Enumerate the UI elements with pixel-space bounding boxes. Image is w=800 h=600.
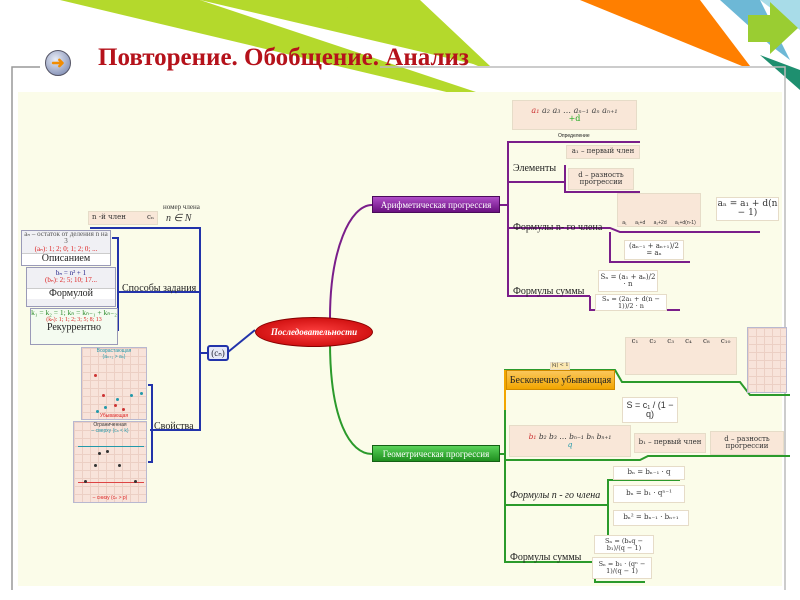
way-formula: aₙ – остаток от деления n на 3 (24, 230, 108, 246)
geom-difference: d – разность прогрессии (710, 431, 784, 455)
geom-first-term: b₁ – первый член (634, 433, 706, 453)
way-values: (kₙ): 1; 1; 2; 3; 5; 8; 13 (46, 316, 102, 323)
arith-sum-formula-2: Sₙ = (2a₁ + d(n − 1))/2 · n (595, 294, 667, 311)
term-number-note: номер члена (163, 203, 200, 211)
bounded-plot[interactable]: Ограниченная – сверху (cₙ < k) – снизу (… (73, 421, 147, 503)
definition-caption: Определение (558, 133, 590, 139)
plot-caption: Убывающая (99, 413, 129, 419)
geom-nth-2: bₙ = b₁ · qⁿ⁻¹ (613, 485, 685, 503)
arith-sum-label[interactable]: Формулы суммы (513, 286, 585, 297)
props-label[interactable]: Свойства (154, 421, 194, 432)
geom-nth-1: bₙ = bₙ₋₁ · q (613, 466, 685, 480)
way-formula-card[interactable]: bₙ = n² + 1 (bₙ): 2; 5; 10; 17... Формул… (26, 267, 116, 307)
plot-title: Ограниченная (93, 422, 127, 428)
arith-sum-formula-1: Sₙ = (a₁ + aₙ)/2 · n (598, 270, 658, 292)
plot-condition: (aₙ₊₁ > aₙ) (102, 354, 126, 360)
way-formula: bₙ = n² + 1 (55, 269, 87, 277)
geom-nth-3: bₙ² = bₙ₋₁ · bₙ₊₁ (613, 510, 689, 526)
nav-button[interactable]: ➜ (45, 50, 71, 76)
term-domain: n ∈ N (166, 213, 192, 224)
plot-caption: – снизу (cₙ > p) (92, 495, 128, 501)
decreasing-sum: S = c₁ / (1 − q) (622, 397, 678, 423)
decreasing-condition: |q| < 1 (550, 362, 570, 370)
arith-nth-formula: aₙ = a₁ + d(n − 1) (716, 197, 779, 221)
arith-nth-label[interactable]: Формулы n- го члена (513, 222, 603, 233)
sequence-symbol-node[interactable]: (cₙ) (207, 345, 229, 361)
geom-nth-label[interactable]: Формулы n - го члена (510, 490, 601, 501)
geom-sum-2: Sₙ = b₁ · (qⁿ − 1)/(q − 1) (592, 557, 652, 579)
slide-title: Повторение. Обобщение. Анализ (98, 44, 469, 71)
geom-sum-1: Sₙ = (bₙq − b₁)/(q − 1) (594, 535, 654, 554)
arith-mean-formula: (aₙ₋₁ + aₙ₊₁)/2 = aₙ (624, 240, 684, 260)
arith-node[interactable]: Арифметическая прогрессия (372, 196, 500, 213)
header-decoration (60, 0, 800, 100)
arith-first-term: a₁ – первый член (566, 145, 640, 159)
ratio-label: q (567, 440, 573, 449)
step-label: +d (568, 114, 581, 123)
geom-chain: b₁ b₂ b₃ … bₙ₋₁ bₙ bₙ₊₁ q (509, 425, 631, 457)
way-label: Формулой (27, 287, 115, 300)
way-values: (aₙ): 1; 2; 0; 1; 2; 0; ... (34, 244, 98, 253)
plot-title: Возрастающая (96, 348, 132, 354)
way-formula: k₁ = k₂ = 1; kₙ = kₙ₋₁ + kₙ₋₂ (31, 308, 117, 317)
term-label: n -й член (92, 213, 126, 222)
plot-condition: – сверху (cₙ < k) (91, 428, 129, 434)
arrow-right-icon: ➜ (51, 55, 65, 72)
ways-label[interactable]: Способы задания (122, 283, 197, 294)
way-label: Рекуррентно (46, 322, 102, 334)
next-arrow-icon (748, 2, 798, 54)
geom-node[interactable]: Геометрическая прогрессия (372, 445, 500, 462)
arith-elements-label[interactable]: Элементы (513, 163, 557, 174)
term-symbol: cₙ (147, 213, 154, 222)
way-values: (bₙ): 2; 5; 10; 17... (45, 276, 97, 285)
arith-definition-chain: a₁ a₂ a₃ … aₙ₋₁ aₙ aₙ₊₁ +d (512, 100, 637, 130)
decreasing-node[interactable]: Бесконечно убывающая (506, 370, 615, 390)
central-node[interactable]: Последовательности (255, 317, 373, 347)
way-description-card[interactable]: aₙ – остаток от деления n на 3 (aₙ): 1; … (21, 230, 111, 266)
geom-sum-label[interactable]: Формулы суммы (510, 552, 582, 563)
arith-difference: d – разность прогрессии (568, 168, 634, 190)
monotonic-plot[interactable]: Возрастающая (aₙ₊₁ > aₙ) Убывающая (81, 347, 147, 420)
way-recurrent-card[interactable]: k₁ = k₂ = 1; kₙ = kₙ₋₁ + kₙ₋₂ (kₙ): 1; 1… (30, 308, 118, 345)
way-label: Описанием (22, 253, 110, 265)
nth-term-header: n -й член cₙ (88, 211, 158, 225)
decreasing-plot (747, 327, 787, 393)
